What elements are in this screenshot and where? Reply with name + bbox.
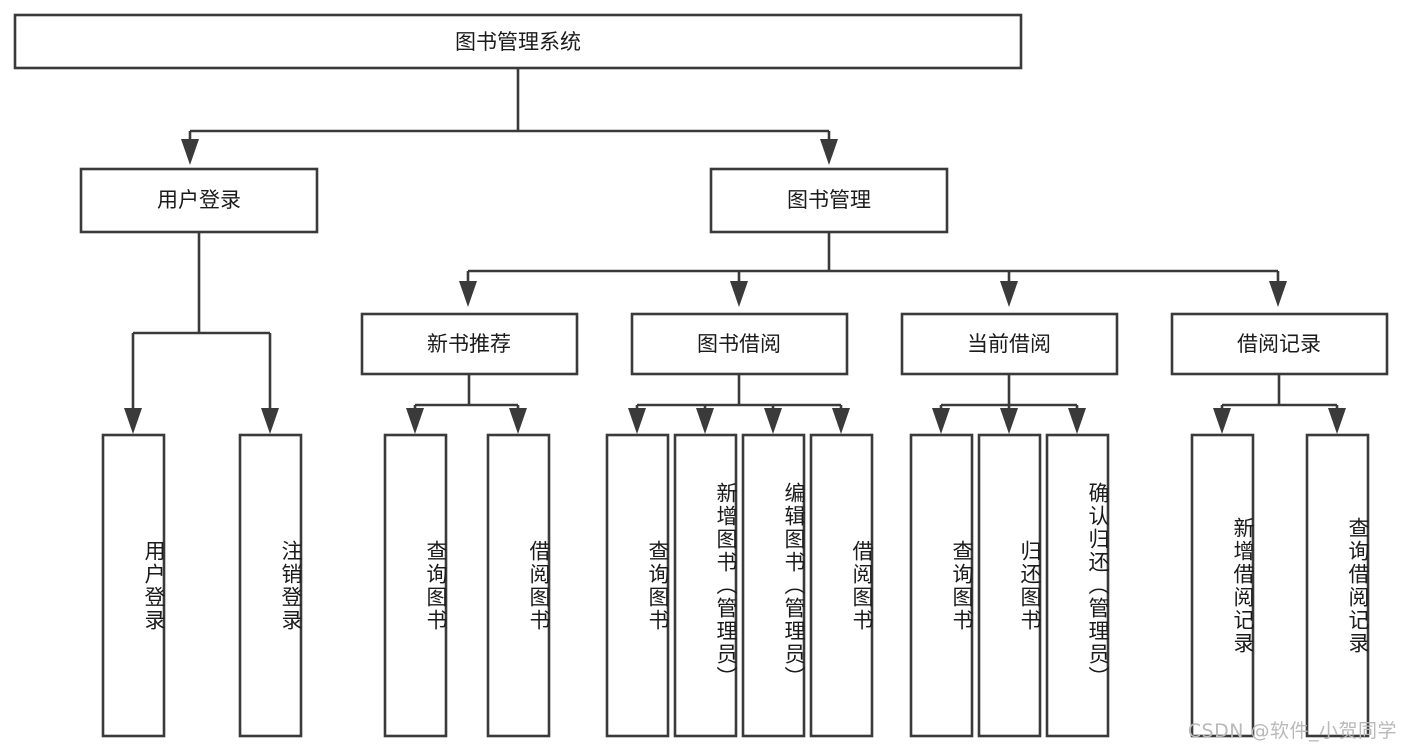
leaf-box-b2[interactable] xyxy=(673,433,738,738)
leaf-box-n2[interactable] xyxy=(486,433,551,738)
borrow-label: 图书借阅 xyxy=(697,332,781,356)
arrowhead-l2 xyxy=(261,408,279,434)
login-label: 用户登录 xyxy=(157,188,241,212)
arrowhead-bookmgmt xyxy=(820,139,838,165)
leaf-box-n1[interactable] xyxy=(383,433,448,738)
node-borrow[interactable]: 图书借阅 xyxy=(630,312,849,376)
record-box xyxy=(1170,312,1389,376)
newbook-label: 新书推荐 xyxy=(427,332,511,356)
arrowhead-n2 xyxy=(509,408,527,434)
bookmgmt-box xyxy=(709,167,949,234)
bookmgmt-label: 图书管理 xyxy=(787,188,871,212)
current-box xyxy=(900,312,1119,376)
node-root[interactable]: 图书管理系统 xyxy=(13,13,1023,70)
leaf-box-l2[interactable] xyxy=(238,433,303,738)
arrowhead-r2 xyxy=(1328,408,1346,434)
arrowhead-c3 xyxy=(1068,408,1086,434)
borrow-box xyxy=(630,312,849,376)
arrowhead-newbook xyxy=(459,281,477,307)
leaf-box-r2[interactable] xyxy=(1305,433,1370,738)
arrowhead-b2 xyxy=(696,408,714,434)
leaf-box-c2[interactable] xyxy=(977,433,1042,738)
leaf-box-b3[interactable] xyxy=(741,433,806,738)
node-login[interactable]: 用户登录 xyxy=(79,167,319,234)
arrowhead-r1 xyxy=(1213,408,1231,434)
arrowhead-b4 xyxy=(832,408,850,434)
arrowhead-l1 xyxy=(124,408,142,434)
newbook-box xyxy=(360,312,579,376)
node-record[interactable]: 借阅记录 xyxy=(1170,312,1389,376)
node-bookmgmt[interactable]: 图书管理 xyxy=(709,167,949,234)
arrowhead-c1 xyxy=(932,408,950,434)
arrowhead-current xyxy=(1000,281,1018,307)
root-label: 图书管理系统 xyxy=(455,30,581,54)
leaf-box-b1[interactable] xyxy=(605,433,670,738)
leaf-box-l1[interactable] xyxy=(101,433,166,738)
arrowhead-b3 xyxy=(764,408,782,434)
current-label: 当前借阅 xyxy=(967,332,1051,356)
leaf-box-b4[interactable] xyxy=(809,433,874,738)
leaf-box-c3[interactable] xyxy=(1045,433,1110,738)
node-current[interactable]: 当前借阅 xyxy=(900,312,1119,376)
node-newbook[interactable]: 新书推荐 xyxy=(360,312,579,376)
arrowhead-n1 xyxy=(406,408,424,434)
arrowhead-record xyxy=(1269,281,1287,307)
arrowhead-borrow xyxy=(730,281,748,307)
csdn-watermark: CSDN @软件_小贺同学 xyxy=(1187,720,1397,742)
root-box xyxy=(13,13,1023,70)
arrowhead-c2 xyxy=(1000,408,1018,434)
arrowhead-login xyxy=(181,139,199,165)
leaf-box-c1[interactable] xyxy=(909,433,974,738)
record-label: 借阅记录 xyxy=(1237,332,1321,356)
leaf-box-r1[interactable] xyxy=(1190,433,1255,738)
arrowhead-b1 xyxy=(628,408,646,434)
